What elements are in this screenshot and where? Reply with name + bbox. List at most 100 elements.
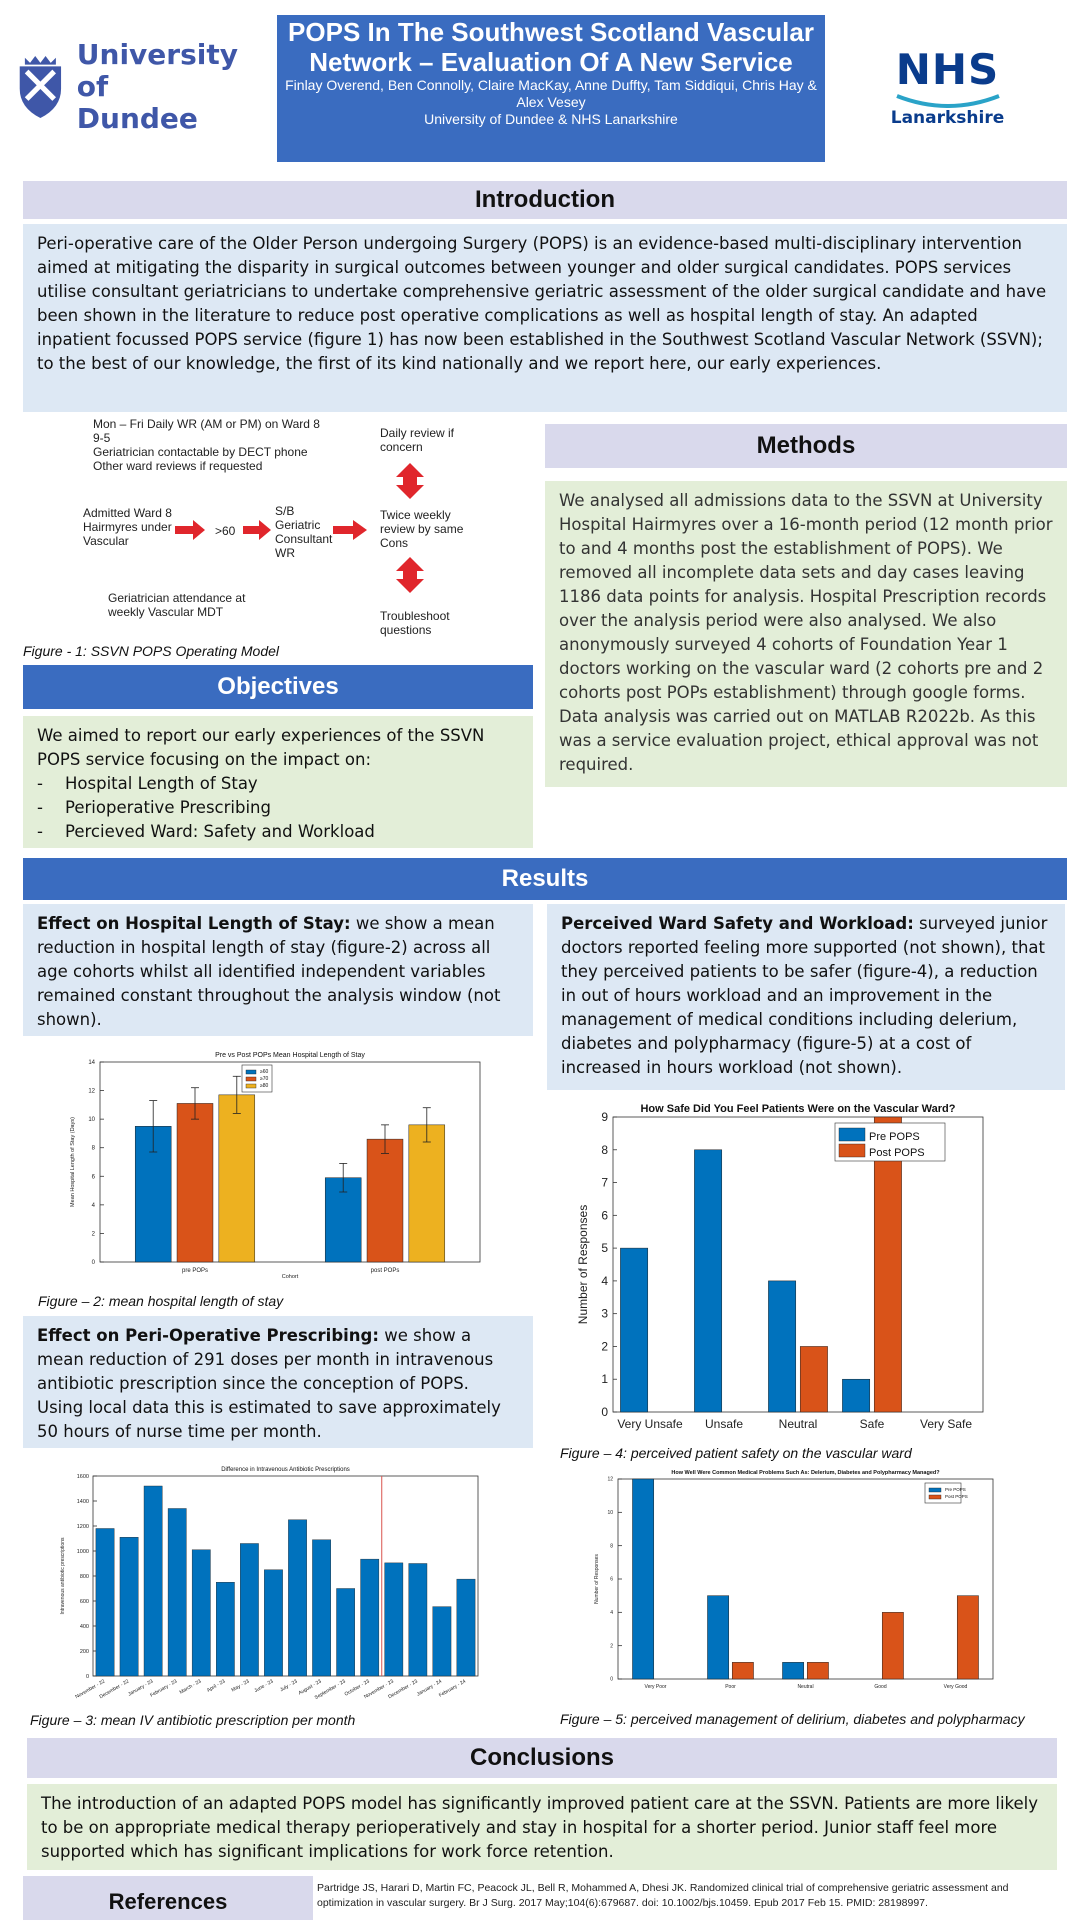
chart-title: How Safe Did You Feel Patients Were on t… [640,1103,955,1115]
fig1-admitted: Hairmyres under [83,520,172,534]
bar [707,1595,730,1680]
y-tick-label: 8 [601,1143,608,1157]
bar [119,1537,139,1677]
y-tick-label: 4 [92,1203,96,1209]
figure-3-chart: Difference in Intravenous Antibiotic Pre… [60,1467,479,1701]
fig1-sb: Consultant [275,532,333,546]
conclusions-text: The introduction of an adapted POPS mode… [27,1784,1057,1870]
y-tick-label: 6 [610,1577,613,1583]
fig1-attendance: Geriatrician attendance at [108,591,246,605]
affiliation: University of Dundee & NHS Lanarkshire [424,111,678,127]
fig1-top-line: Mon – Fri Daily WR (AM or PM) on Ward 8 [93,417,320,431]
y-axis-label: Mean Hospital Length of Stay (Days) [70,1117,76,1207]
legend-label: ≥70 [260,1076,269,1082]
x-tick-label: Safe [860,1417,885,1431]
y-tick-label: 1000 [77,1549,89,1555]
bar [218,1094,256,1263]
poster-title: POPS In The Southwest Scotland Vascular … [288,17,814,77]
bar [366,1138,404,1263]
figure-1-caption: Figure - 1: SSVN POPS Operating Model [23,643,279,659]
y-tick-label: 9 [601,1110,608,1124]
safety-text-box: Perceived Ward Safety and Workload: surv… [547,904,1065,1090]
fig1-attendance: weekly Vascular MDT [107,605,224,619]
fig1-top-line: Other ward reviews if requested [93,459,262,473]
x-tick-label: May - 23 [231,1678,251,1693]
x-tick-label: Very Unsafe [617,1417,683,1431]
y-axis-label: Number of Responses [576,1205,590,1324]
introduction-heading: Introduction [23,181,1067,219]
conclusions-heading: Conclusions [27,1738,1057,1778]
prescribing-text: we show a mean reduction of 291 doses pe… [37,1326,501,1441]
dundee-wordmark: University of Dundee [77,39,238,135]
fig1-troubleshoot: Troubleshoot [380,609,450,623]
bar [806,1662,829,1680]
references-heading: References [23,1876,313,1920]
bar [288,1519,307,1677]
authors: Finlay Overend, Ben Connolly, Claire Mac… [285,77,817,110]
legend-label: Post POPS [869,1147,925,1159]
x-tick-label: Very Poor [645,1684,667,1690]
los-text: we show a mean reduction in hospital len… [37,914,501,1029]
x-tick-label: Very Good [944,1684,968,1690]
fig1-admitted: Admitted Ward 8 [83,506,172,520]
chart-title: How Well Were Common Medical Problems Su… [671,1470,940,1476]
x-tick-label: July - 23 [279,1678,299,1693]
wave-icon [895,94,1000,108]
y-tick-label: 2 [92,1231,96,1237]
objective-item: Hospital Length of Stay [37,772,519,796]
bar [167,1508,187,1677]
y-tick-label: 1200 [77,1524,89,1530]
y-tick-label: 5 [601,1241,608,1255]
legend-label: Pre POPS [945,1487,966,1492]
figure-4-caption: Figure – 4: perceived patient safety on … [560,1445,912,1461]
y-tick-label: 10 [88,1117,95,1123]
legend-swatch [928,1487,942,1493]
introduction-text: Peri-operative care of the Older Person … [23,224,1067,412]
plot-area [617,1478,994,1680]
x-tick-label: March - 23 [179,1678,203,1695]
y-tick-label: 1600 [77,1474,89,1480]
y-tick-label: 7 [601,1176,608,1190]
university-of-dundee-logo: University of Dundee [18,39,238,135]
bar [873,1116,902,1413]
logo-line-1: University [76,38,238,71]
bar [731,1662,754,1680]
legend-swatch [245,1076,257,1082]
bar [799,1346,828,1413]
bar [620,1247,649,1413]
bar [881,1612,904,1680]
legend-swatch [928,1494,942,1500]
x-tick-label: Neutral [779,1417,818,1431]
bar [191,1549,211,1677]
fig1-daily-review: Daily review if [380,426,455,440]
x-tick-label: Very Safe [920,1417,972,1431]
safety-text: surveyed junior doctors reported feeling… [561,914,1048,1077]
y-tick-label: 6 [601,1208,608,1222]
bar [842,1378,871,1413]
bar [143,1485,163,1677]
y-tick-label: 200 [80,1649,89,1655]
objectives-heading: Objectives [23,665,533,709]
chart-title: Difference in Intravenous Antibiotic Pre… [221,1467,350,1473]
safety-bold: Perceived Ward Safety and Workload: [561,914,914,933]
right-arrow-icon [333,520,367,540]
y-tick-label: 0 [610,1677,613,1683]
references-text: Partridge JS, Harari D, Martin FC, Peaco… [317,1882,1009,1909]
y-axis-label: Number of Responses [594,1554,600,1604]
x-tick-label: Neutral [797,1684,813,1690]
x-tick-label: Poor [725,1684,736,1690]
y-tick-label: 12 [607,1477,613,1483]
methods-heading: Methods [545,424,1067,468]
prescribing-text-box: Effect on Peri-Operative Prescribing: we… [23,1316,533,1448]
objectives-intro: We aimed to report our early experiences… [37,726,485,769]
bar [768,1280,797,1413]
double-arrow-icon [396,463,424,499]
bar [408,1124,446,1263]
bar [176,1103,214,1263]
fig1-twice-weekly: review by same [380,522,464,536]
fig1-admitted: Vascular [83,534,129,548]
figure-3-caption: Figure – 3: mean IV antibiotic prescript… [30,1712,356,1728]
y-tick-label: 14 [88,1060,95,1066]
figure-5-caption: Figure – 5: perceived management of deli… [560,1711,1025,1727]
